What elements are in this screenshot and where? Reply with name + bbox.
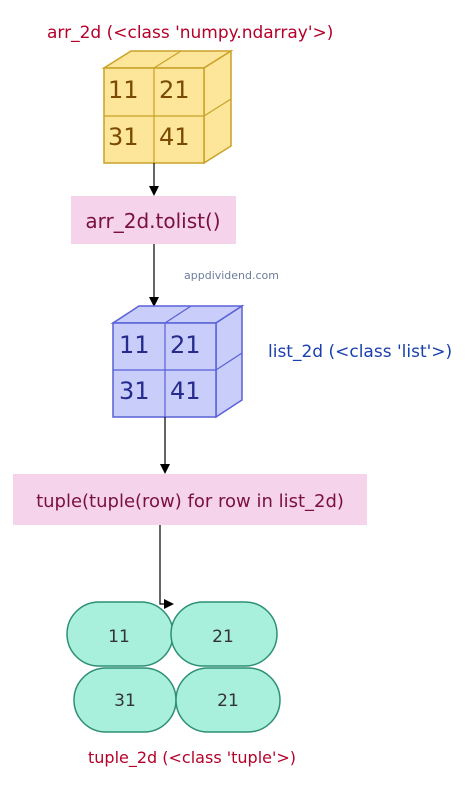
arrow-4 — [159, 525, 174, 609]
tuple-cell: 21 — [212, 627, 234, 647]
arr-cell: 21 — [159, 76, 190, 104]
arr-label: arr_2d (<class 'numpy.ndarray'>) — [47, 23, 333, 43]
list-cell: 11 — [119, 331, 150, 359]
arr-cell: 41 — [159, 123, 190, 151]
step1-box — [71, 196, 236, 244]
arr-cell: 31 — [108, 123, 139, 151]
list-cell: 31 — [119, 377, 150, 405]
tuple-label: tuple_2d (<class 'tuple'>) — [88, 748, 296, 768]
tuple-pill — [175, 667, 281, 733]
step2-box — [13, 474, 367, 525]
tuple-cell: 31 — [114, 691, 136, 711]
step2-label: tuple(tuple(row) for row in list_2d) — [36, 491, 344, 512]
arr-cube: 11 21 31 41 — [101, 49, 234, 165]
list-cube: 11 21 31 41 — [110, 304, 245, 419]
tuple-cell: 21 — [217, 691, 239, 711]
list-cell: 21 — [170, 331, 201, 359]
list-cell: 41 — [170, 377, 201, 405]
tuple-group: 11 21 31 21 — [66, 601, 281, 733]
tuple-cell: 11 — [108, 627, 130, 647]
arr-cell: 11 — [108, 76, 139, 104]
tuple-pill — [170, 601, 278, 667]
watermark: appdividend.com — [184, 269, 279, 282]
step1-label: arr_2d.tolist() — [85, 209, 220, 233]
list-label: list_2d (<class 'list'>) — [268, 342, 452, 362]
